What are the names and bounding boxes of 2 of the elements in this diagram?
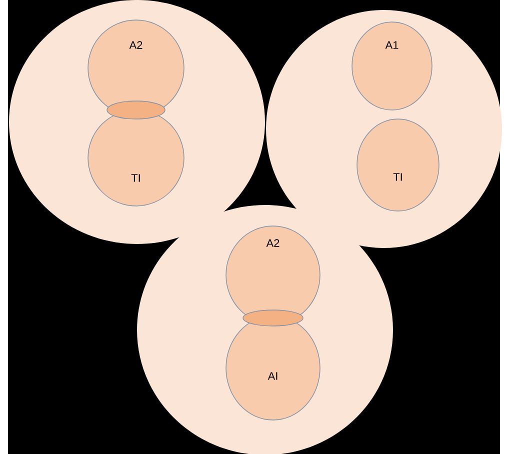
overlap-ellipse	[242, 310, 304, 326]
overlap-ellipse	[106, 100, 166, 120]
